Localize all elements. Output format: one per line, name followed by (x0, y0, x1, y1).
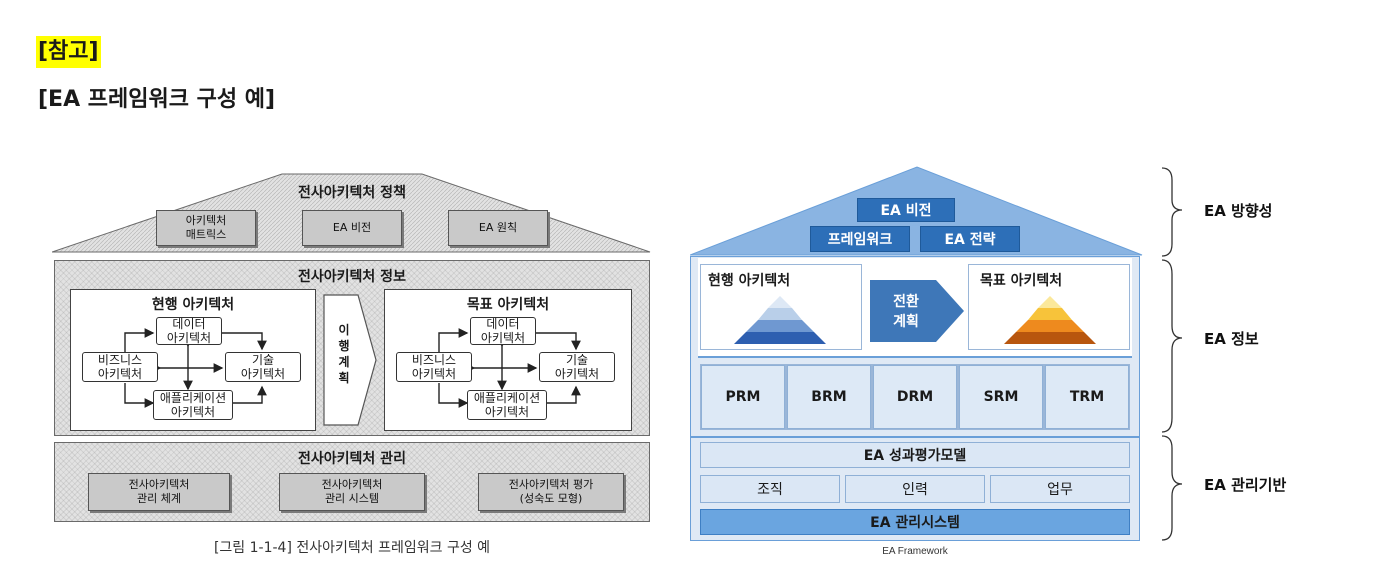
mgmt-staff-box: 인력 (845, 475, 985, 503)
policy-box-matrix: 아키텍처 매트릭스 (156, 210, 256, 246)
target-pyramid-icon (1004, 296, 1096, 344)
transition-arrow-shape (323, 294, 377, 426)
mgmt-task-box: 업무 (990, 475, 1130, 503)
transition-plan-label-right: 전환 계획 (893, 294, 919, 330)
ea-vision-box: EA 비전 (857, 198, 955, 222)
transition-arrow-shape-right (870, 280, 964, 342)
current-app-arch: 애플리케이션 아키텍처 (153, 390, 233, 420)
label-base: EA 관리기반 (1204, 476, 1287, 494)
base-divider (690, 436, 1140, 438)
policy-box-vision: EA 비전 (302, 210, 402, 246)
info-divider (698, 356, 1132, 358)
ea-mgmt-system-box: EA 관리시스템 (700, 509, 1130, 535)
model-drm: DRM (873, 365, 957, 429)
target-arch-arrows (438, 328, 581, 408)
page-title: [EA 프레임워크 구성 예] (38, 87, 276, 112)
current-tech-arch: 기술 아키텍처 (225, 352, 301, 382)
policy-title: 전사아키텍처 정책 (298, 185, 406, 201)
mgmt-box-tool: 전사아키텍처 관리 시스템 (279, 473, 425, 511)
policy-box-principle: EA 원칙 (448, 210, 548, 246)
mgmt-org-box: 조직 (700, 475, 840, 503)
target-business-arch: 비즈니스 아키텍처 (396, 352, 472, 382)
framework-box: 프레임워크 (810, 226, 910, 252)
target-tech-arch: 기술 아키텍처 (539, 352, 615, 382)
mgmt-box-system: 전사아키텍처 관리 체계 (88, 473, 230, 511)
note-label: [참고] (36, 36, 101, 68)
reference-models-row: PRM BRM DRM SRM TRM (700, 364, 1130, 430)
current-business-arch: 비즈니스 아키텍처 (82, 352, 158, 382)
ea-strategy-box: EA 전략 (920, 226, 1020, 252)
current-data-arch: 데이터 아키텍처 (156, 317, 222, 345)
current-pyramid-icon (734, 296, 826, 344)
left-caption: [그림 1-1-4] 전사아키텍처 프레임워크 구성 예 (213, 540, 491, 556)
management-title: 전사아키텍처 관리 (298, 451, 406, 467)
perf-model-box: EA 성과평가모델 (700, 442, 1130, 468)
model-trm: TRM (1045, 365, 1129, 429)
model-prm: PRM (701, 365, 785, 429)
mgmt-box-eval: 전사아키텍처 평가 (성숙도 모형) (478, 473, 624, 511)
right-caption: EA Framework (882, 546, 948, 557)
label-info: EA 정보 (1204, 330, 1259, 348)
current-arch-title: 현행 아키텍처 (151, 297, 235, 313)
model-brm: BRM (787, 365, 871, 429)
target-arch-title: 목표 아키텍처 (466, 297, 550, 313)
current-arch-label: 현행 아키텍처 (708, 273, 791, 289)
label-direction: EA 방향성 (1204, 202, 1273, 220)
section-braces (1161, 167, 1183, 541)
model-srm: SRM (959, 365, 1043, 429)
current-arch-arrows (124, 328, 267, 408)
target-app-arch: 애플리케이션 아키텍처 (467, 390, 547, 420)
info-title: 전사아키텍처 정보 (298, 269, 406, 285)
target-data-arch: 데이터 아키텍처 (470, 317, 536, 345)
target-arch-label: 목표 아키텍처 (980, 273, 1063, 289)
transition-plan-label: 이 행 계 획 (338, 323, 350, 385)
